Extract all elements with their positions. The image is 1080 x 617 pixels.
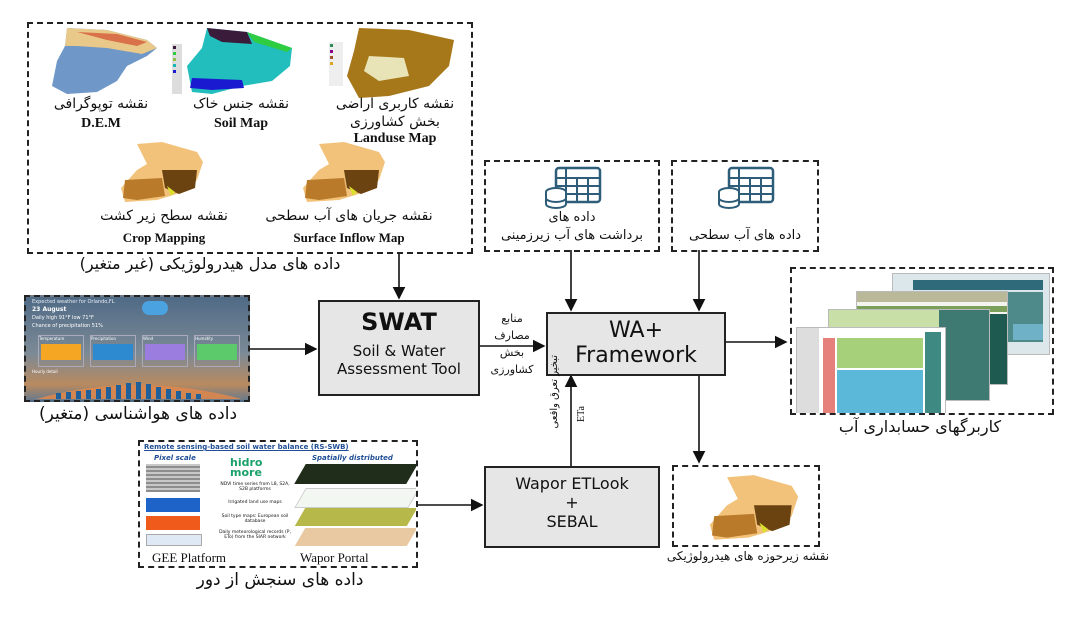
swat-to-wa-label: منابع مصارف بخش کشاورزی	[490, 312, 534, 376]
rs-note-3: Soil type maps: European soil database	[221, 514, 289, 524]
spatial-layer-meteo	[294, 528, 416, 546]
meteo-date: 23 August	[32, 306, 67, 313]
meteo-card-temperature: Temperature	[38, 335, 84, 367]
landuse-label-fa: نقشه کاربری اراضی	[335, 96, 455, 112]
meteo-card-humidity: Humidity	[194, 335, 240, 367]
subbasin-map-box	[672, 465, 820, 547]
rs-left-caption: GEE Platform	[152, 550, 227, 565]
wa-line1: WA+	[608, 318, 664, 343]
groundwater-label-line2: برداشت های آب زیرزمینی	[500, 228, 644, 243]
database-table-icon	[545, 166, 602, 209]
surface-inflow-map-image	[303, 142, 385, 202]
hidromore-logo: hidro more	[230, 456, 263, 479]
eta-label-fa: تبخیر تعرق واقعی	[549, 355, 560, 429]
meteo-card-precipitation: Precipitation	[90, 335, 136, 367]
meteo-precip: Chance of precipitation 51%	[32, 323, 103, 329]
spatial-layer-soil	[294, 508, 416, 526]
meteo-high-low: Daily high 91°F low 71°F	[32, 315, 94, 321]
remote-sensing-panel: Remote sensing-based soil water balance …	[138, 440, 418, 568]
meteo-card-wind: Wind	[142, 335, 188, 367]
wa-framework-box: WA+ Framework	[546, 312, 726, 376]
swat-box: SWAT Soil & Water Assessment Tool	[318, 300, 480, 396]
rs-right-head: Spatially distributed	[312, 454, 393, 462]
soil-map-image	[172, 28, 292, 94]
wapor-line2: +	[565, 493, 579, 512]
crop-map-image	[121, 142, 203, 202]
dem-label-fa: نقشه توپوگرافی	[53, 96, 149, 112]
meteo-hourly-label: Hourly detail	[32, 369, 58, 374]
wa-line2: Framework	[575, 343, 697, 368]
database-table-icon	[718, 166, 775, 209]
rs-note-1: NDVI time series from L8, S2A, S2B platf…	[220, 482, 290, 492]
crop-label-en: Crop Mapping	[122, 230, 206, 245]
rs-right-caption: Wapor Portal	[300, 550, 369, 565]
soil-label-fa: نقشه جنس خاک	[192, 96, 290, 112]
meteo-panel: Expected weather for Orlando,FL 23 Augus…	[24, 295, 250, 402]
subbasin-map-label: نقشه زیرحوزه های هیدرولوژیکی	[666, 549, 830, 563]
landuse-map-image	[329, 28, 454, 98]
surface-water-label: داده های آب سطحی	[688, 228, 802, 243]
cloud-icon	[142, 301, 168, 315]
hourly-chart	[36, 382, 242, 399]
hydro-inputs-group: نقشه توپوگرافی D.E.M نقشه جنس خاک Soil M…	[27, 22, 473, 254]
landuse-label-en: Landuse Map	[353, 131, 437, 146]
rs-title: Remote sensing-based soil water balance …	[144, 443, 349, 451]
rs-note-2: Irrigated land use maps	[228, 500, 282, 505]
swat-line2: Assessment Tool	[337, 360, 461, 378]
wapor-box: Wapor ETLook + SEBAL	[484, 466, 660, 548]
subbasin-map-image	[709, 475, 799, 540]
wapor-line3: SEBAL	[546, 512, 598, 531]
rs-note-4: Daily meteorological records (P, ETo) fr…	[219, 530, 291, 540]
surface-inflow-label-fa: نقشه جریان های آب سطحی	[265, 208, 433, 224]
accounting-sheets-label: کاربرگهای حسابداری آب	[838, 417, 1002, 436]
groundwater-label-line1: داده های	[548, 210, 596, 225]
soil-label-en: Soil Map	[213, 116, 269, 131]
surface-inflow-label-en: Surface Inflow Map	[293, 230, 405, 245]
surface-water-data-box: داده های آب سطحی	[671, 160, 819, 252]
remote-sensing-label: داده های سنجش از دور	[196, 570, 364, 590]
hydro-inputs-label: داده های مدل هیدرولوژیکی (غیر متغیر)	[79, 254, 341, 273]
accounting-sheets-box	[790, 267, 1054, 415]
sheet-1	[796, 327, 946, 413]
meteo-line1: Expected weather for Orlando,FL	[32, 299, 115, 305]
meteo-label: داده های هواشناسی (متغیر)	[38, 404, 238, 424]
crop-label-fa: نقشه سطح زیر کشت	[100, 208, 228, 224]
rs-left-head: Pixel scale	[154, 454, 196, 462]
dem-label-en: D.E.M	[81, 116, 121, 131]
wapor-line1: Wapor ETLook	[515, 474, 629, 493]
groundwater-data-box: داده های برداشت های آب زیرزمینی	[484, 160, 660, 252]
pixel-scale-stack	[146, 464, 202, 546]
spatial-layer-ndvi	[294, 464, 416, 484]
eta-label-en: ETa	[576, 406, 587, 422]
swat-line1: Soil & Water	[352, 342, 446, 360]
spatial-layer-irrigated	[294, 488, 416, 508]
dem-map-image	[52, 28, 157, 94]
landuse-label-fa2: بخش کشاورزی	[350, 114, 440, 130]
swat-title: SWAT	[361, 308, 437, 336]
